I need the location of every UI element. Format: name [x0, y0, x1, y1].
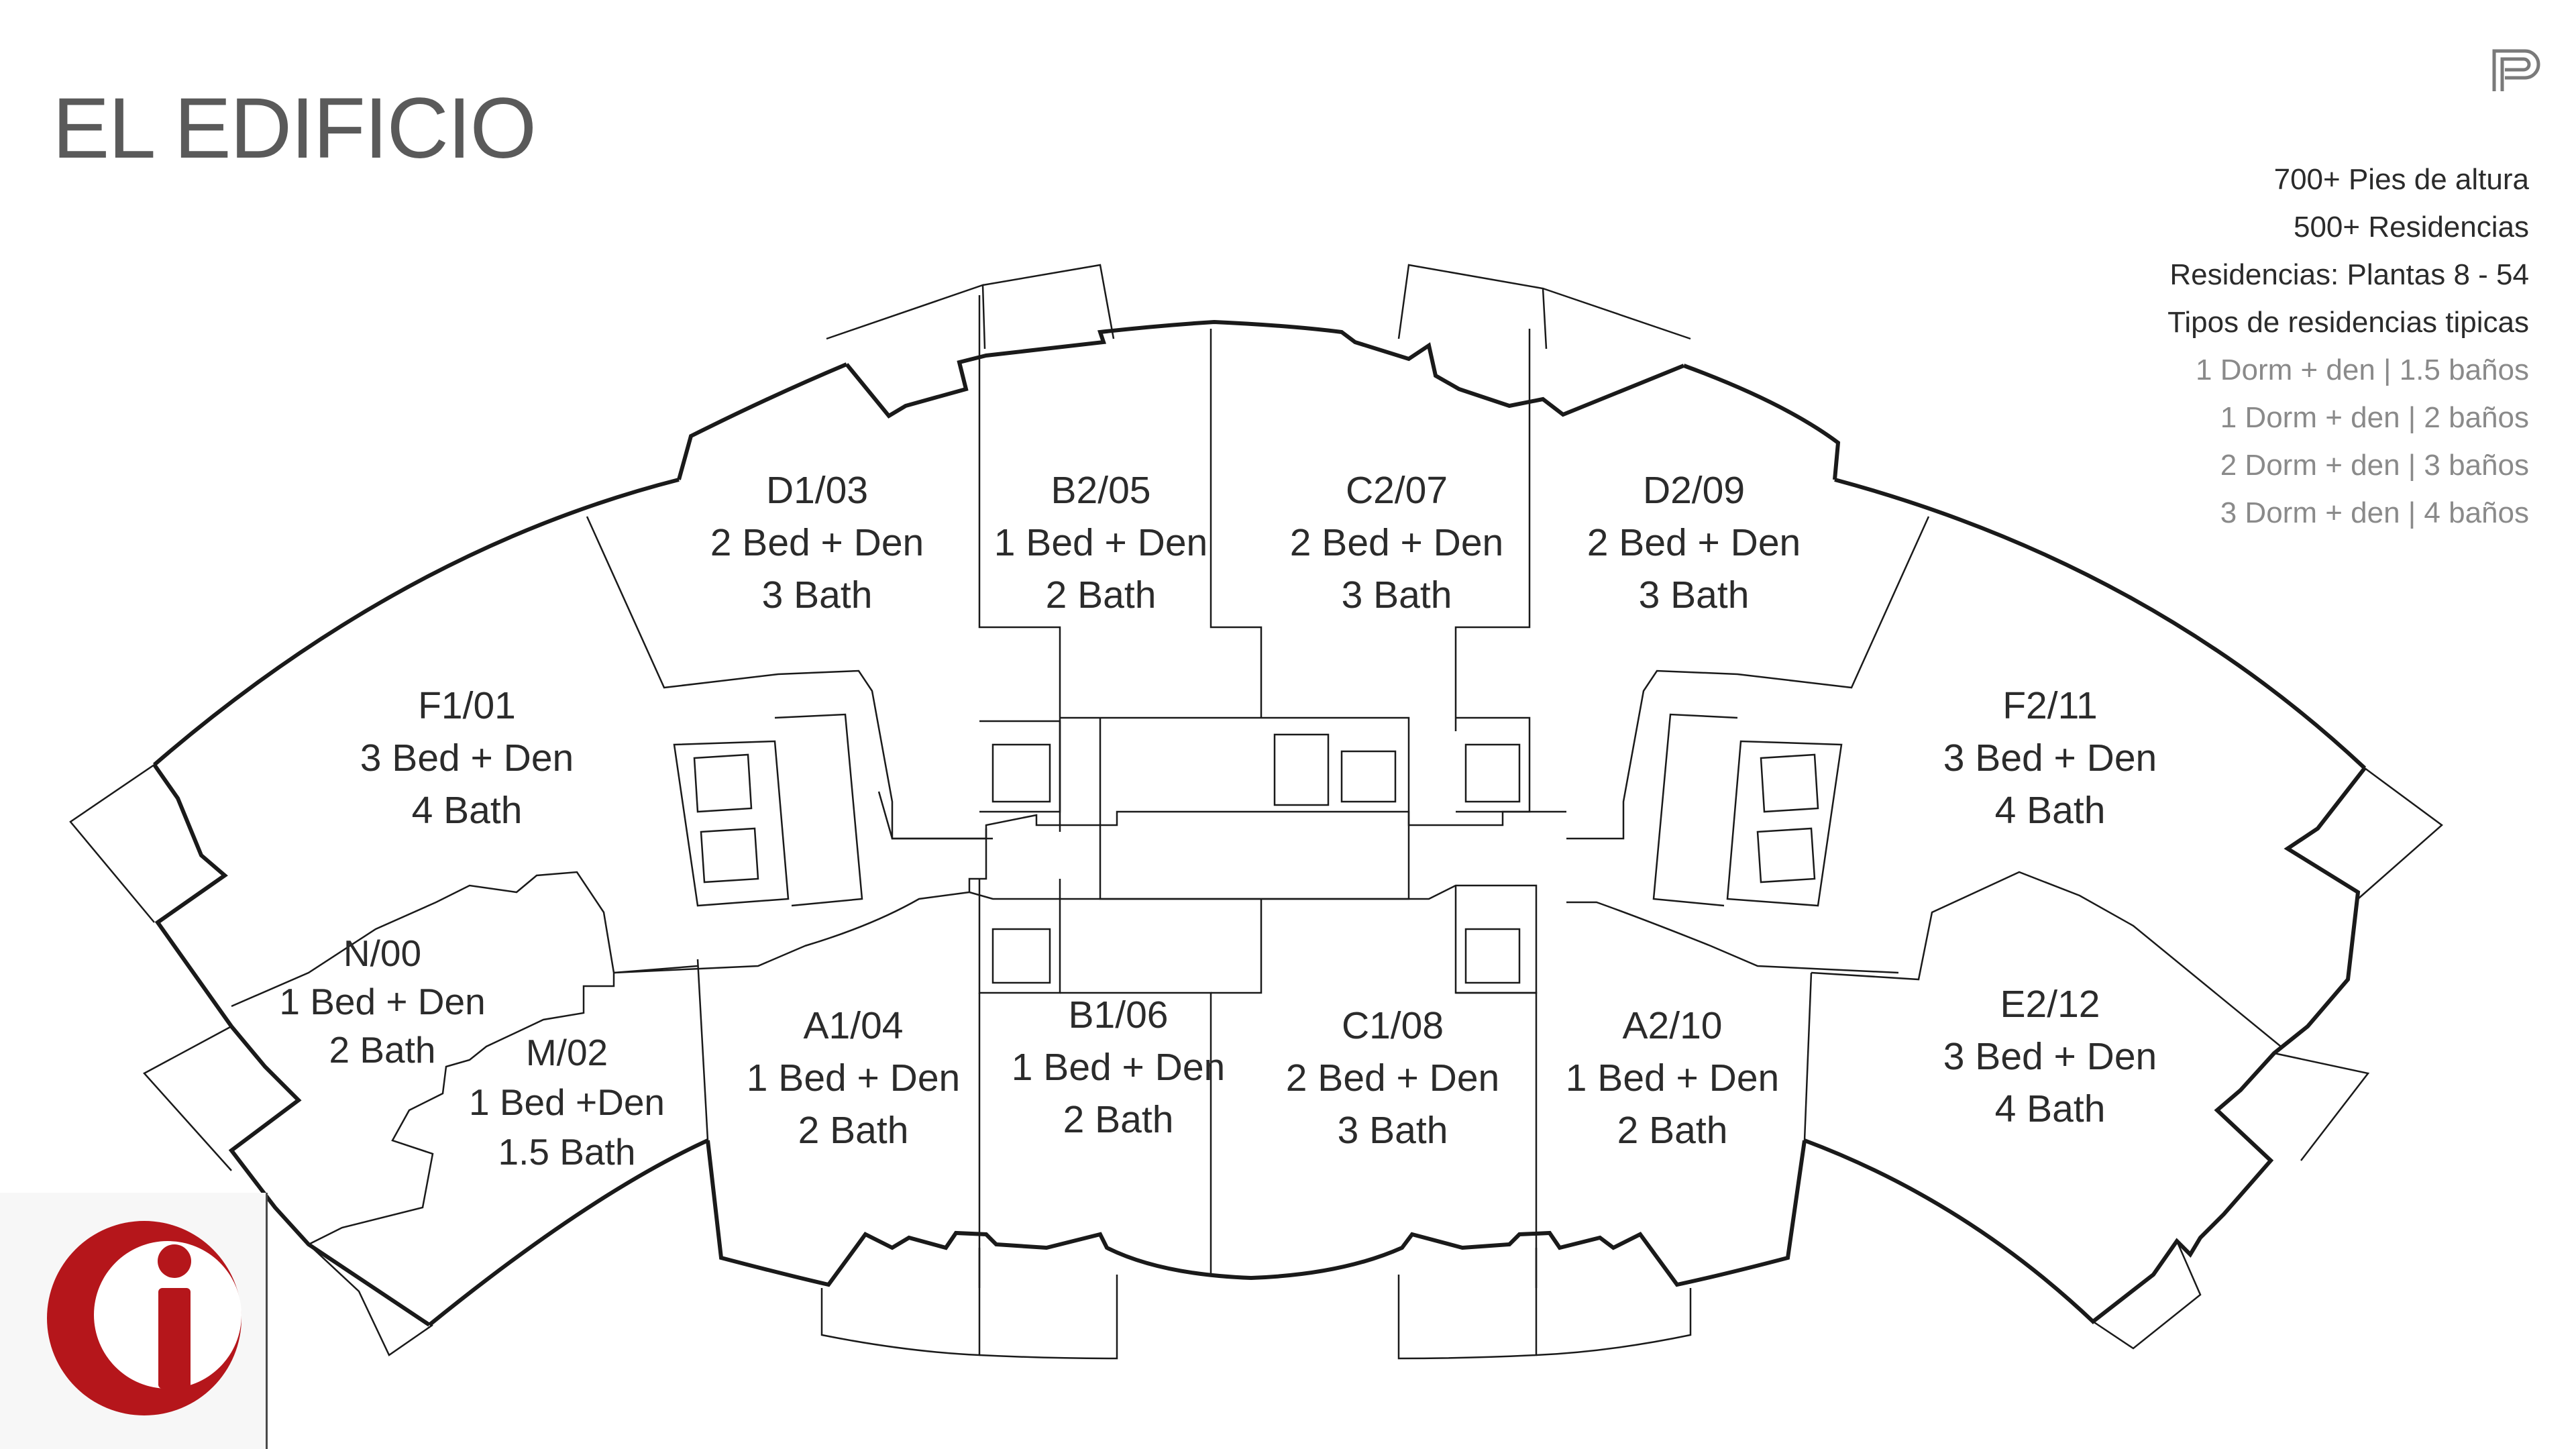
unit-baths: 3 Bath — [1341, 574, 1452, 616]
unit-label-b2-05: B2/05 1 Bed + Den 2 Bath — [994, 464, 1208, 621]
unit-label-a1-04: A1/04 1 Bed + Den 2 Bath — [747, 1000, 960, 1157]
building-info: 700+ Pies de altura 500+ Residencias Res… — [2167, 156, 2529, 537]
balconies — [69, 264, 2443, 1360]
unit-label-c2-07: C2/07 2 Bed + Den 3 Bath — [1290, 464, 1503, 621]
unit-beds: 1 Bed + Den — [1011, 1046, 1226, 1089]
unit-label-n-00: N/00 1 Bed + Den 2 Bath — [279, 929, 485, 1074]
unit-label-f2-11: F2/11 3 Bed + Den 4 Bath — [1943, 680, 2157, 837]
unit-label-a2-10: A2/10 1 Bed + Den 2 Bath — [1566, 1000, 1779, 1157]
unit-label-m-02: M/02 1 Bed +Den 1.5 Bath — [469, 1028, 665, 1177]
unit-code: A2/10 — [1622, 1004, 1723, 1047]
unit-code: E2/12 — [2000, 983, 2100, 1026]
unit-code: F1/01 — [418, 684, 516, 727]
unit-beds: 3 Bed + Den — [1943, 737, 2157, 780]
unit-baths: 3 Bath — [1337, 1109, 1448, 1152]
unit-code: C1/08 — [1341, 1004, 1444, 1047]
info-residences: 500+ Residencias — [2293, 211, 2529, 244]
unit-label-c1-08: C1/08 2 Bed + Den 3 Bath — [1286, 1000, 1499, 1157]
info-floors: Residencias: Plantas 8 - 54 — [2169, 258, 2529, 291]
unit-code: N/00 — [343, 932, 422, 974]
info-types-title: Tipos de residencias tipicas — [2167, 306, 2529, 339]
unit-beds: 1 Bed + Den — [994, 521, 1208, 564]
info-height: 700+ Pies de altura — [2273, 163, 2529, 196]
info-type-item: 3 Dorm + den | 4 baños — [2220, 496, 2529, 529]
unit-beds: 3 Bed + Den — [360, 737, 574, 780]
unit-beds: 1 Bed + Den — [746, 1057, 961, 1099]
unit-partitions — [231, 295, 2282, 1288]
info-type-item: 1 Dorm + den | 2 baños — [2220, 401, 2529, 434]
unit-baths: 2 Bath — [1617, 1109, 1728, 1152]
unit-beds: 2 Bed + Den — [1285, 1057, 1500, 1099]
unit-code: D1/03 — [765, 469, 869, 512]
unit-beds: 2 Bed + Den — [1587, 521, 1801, 564]
unit-beds: 1 Bed + Den — [279, 981, 486, 1022]
unit-beds: 2 Bed + Den — [710, 521, 924, 564]
unit-beds: 1 Bed +Den — [468, 1081, 665, 1123]
unit-code: A1/04 — [803, 1004, 904, 1047]
red-i-circle-logo-icon — [47, 1221, 241, 1415]
unit-baths: 2 Bath — [329, 1029, 436, 1071]
unit-code: B2/05 — [1051, 469, 1151, 512]
page-title: EL EDIFICIO — [52, 80, 537, 176]
unit-baths: 4 Bath — [1994, 789, 2106, 832]
unit-label-d1-03: D1/03 2 Bed + Den 3 Bath — [710, 464, 924, 621]
unit-beds: 3 Bed + Den — [1943, 1035, 2157, 1078]
unit-baths: 2 Bath — [1063, 1098, 1174, 1141]
unit-baths: 2 Bath — [1045, 574, 1157, 616]
unit-beds: 2 Bed + Den — [1289, 521, 1504, 564]
info-type-item: 2 Dorm + den | 3 baños — [2220, 449, 2529, 482]
info-type-item: 1 Dorm + den | 1.5 baños — [2196, 354, 2529, 386]
unit-baths: 3 Bath — [761, 574, 873, 616]
unit-code: D2/09 — [1642, 469, 1746, 512]
unit-label-f1-01: F1/01 3 Bed + Den 4 Bath — [360, 680, 574, 837]
unit-code: F2/11 — [2002, 684, 2098, 727]
unit-beds: 1 Bed + Den — [1565, 1057, 1780, 1099]
unit-baths: 2 Bath — [798, 1109, 909, 1152]
unit-baths: 3 Bath — [1638, 574, 1750, 616]
unit-code: C2/07 — [1345, 469, 1448, 512]
unit-label-d2-09: D2/09 2 Bed + Den 3 Bath — [1587, 464, 1801, 621]
unit-code: M/02 — [525, 1032, 608, 1073]
unit-baths: 4 Bath — [411, 789, 523, 832]
p-letter-logo-icon — [2492, 49, 2540, 91]
unit-label-e2-12: E2/12 3 Bed + Den 4 Bath — [1943, 978, 2157, 1135]
unit-label-b1-06: B1/06 1 Bed + Den 2 Bath — [1012, 989, 1225, 1146]
unit-baths: 1.5 Bath — [498, 1131, 636, 1173]
unit-code: B1/06 — [1068, 994, 1169, 1036]
unit-baths: 4 Bath — [1994, 1087, 2106, 1130]
